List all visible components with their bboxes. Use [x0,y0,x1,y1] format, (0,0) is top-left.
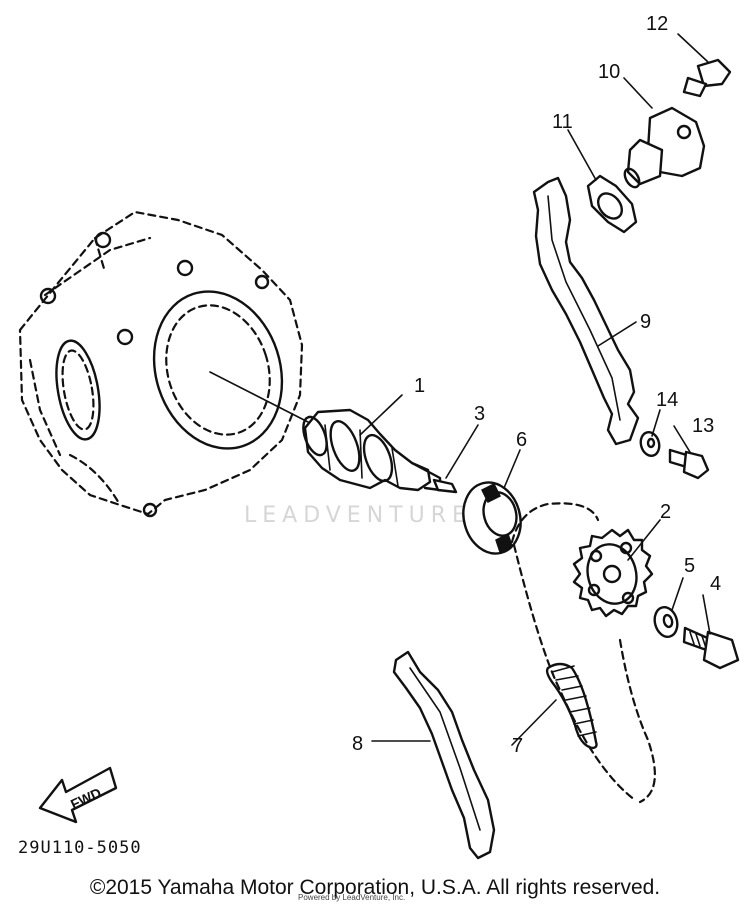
guide-bolt [668,448,710,480]
callout-labels: 1 2 3 4 5 6 7 8 9 10 11 12 13 14 [352,13,721,757]
part-code: 29U110-5050 [18,838,142,858]
callout-10: 10 [598,61,620,83]
callout-3: 3 [474,403,485,425]
callout-4: 4 [710,573,721,595]
callout-7: 7 [512,735,523,757]
cam-chain [510,502,656,804]
watermark-text: LEADVENTURE [244,503,472,528]
chain-tensioner [623,106,706,189]
leader-lines [209,33,711,746]
callout-14: 14 [656,389,678,411]
chain-guide-front [392,650,496,860]
guide-washer [639,430,661,458]
camshaft [302,408,442,492]
cam-sprocket [572,528,654,618]
fwd-arrow: FWD [38,766,118,824]
sprocket-bolt [682,626,740,670]
callout-12: 12 [646,13,668,35]
callout-2: 2 [660,501,671,523]
copyright-notice: ©2015 Yamaha Motor Corporation, U.S.A. A… [89,876,661,899]
dowel-pin [432,478,458,494]
fine-print: Powered by LeadVenture, Inc. [298,893,406,902]
washer [653,606,679,638]
callout-1: 1 [414,375,425,397]
callout-8: 8 [352,733,363,755]
callout-13: 13 [692,415,714,437]
callout-9: 9 [640,311,651,333]
callout-11: 11 [552,111,573,133]
decompressor-cam [462,481,522,555]
callout-5: 5 [684,555,695,577]
tensioner-bolt [682,58,732,98]
chain-guide-rear [532,176,640,446]
cylinder-head [18,210,304,518]
tensioner-gasket [586,174,638,234]
callout-6: 6 [516,429,527,451]
